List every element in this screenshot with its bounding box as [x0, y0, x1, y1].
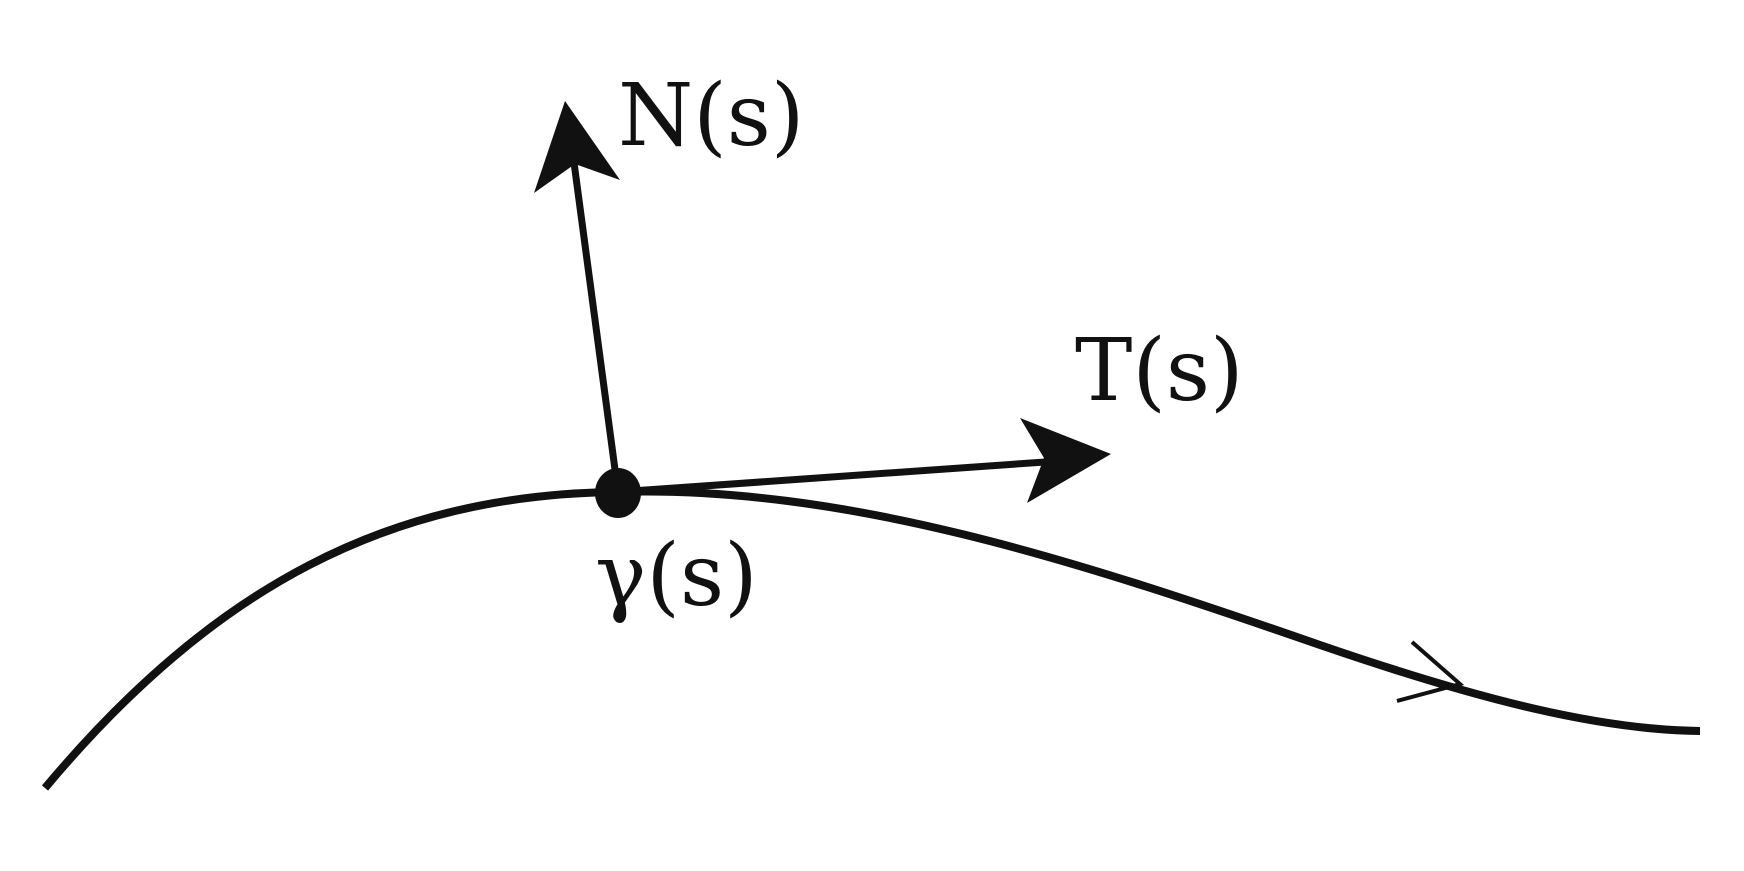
normal-vector-shaft: [569, 154, 622, 493]
curve-point-dot: [595, 468, 641, 518]
point-label: γ(s): [595, 526, 758, 626]
normal-label: N(s): [618, 66, 805, 166]
normal-vector-arrowhead: [534, 101, 620, 193]
curve-direction-arrow: [1396, 640, 1465, 703]
tangent-vector-shaft: [617, 458, 1046, 496]
tangent-label: T(s): [1075, 321, 1244, 421]
curve-gamma: [41, 487, 1701, 791]
tangent-vector-arrowhead: [1020, 418, 1111, 503]
